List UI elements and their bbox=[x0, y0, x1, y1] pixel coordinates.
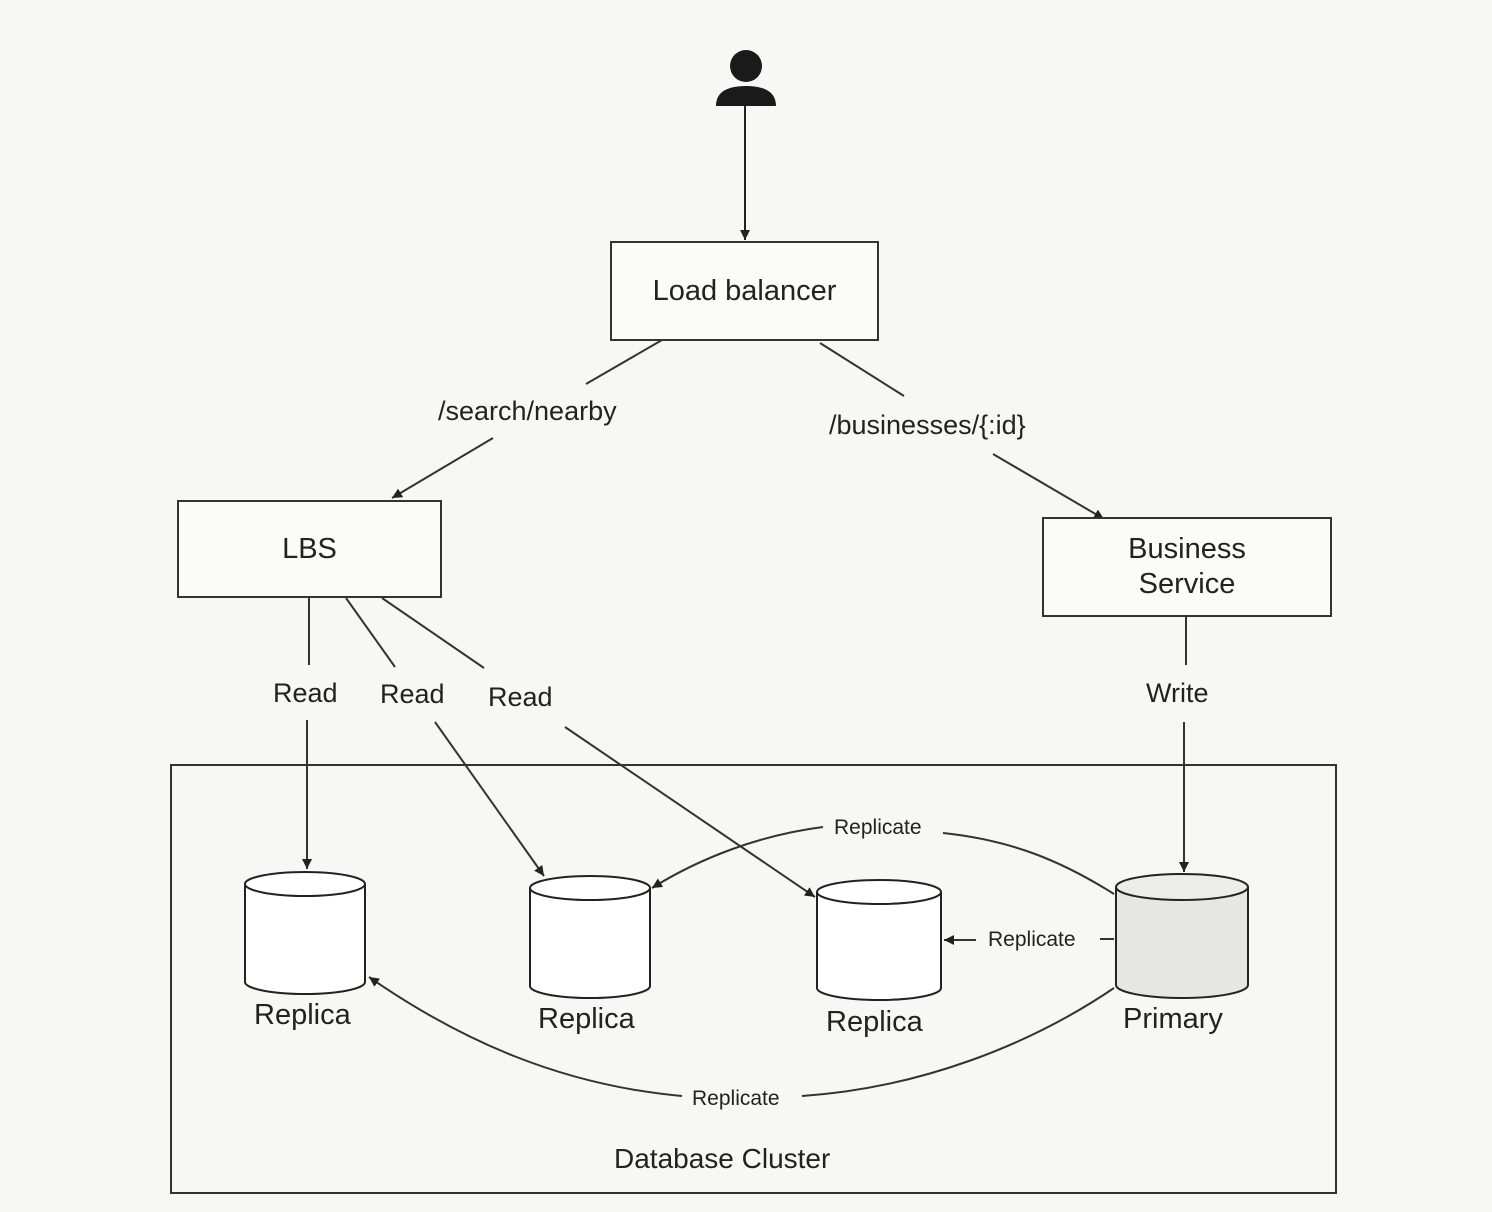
lbs-read-2-line bbox=[345, 597, 396, 668]
lb-to-search-line bbox=[585, 339, 663, 385]
primary-label: Primary bbox=[1123, 1003, 1223, 1035]
replicate-label-middle: Replicate bbox=[982, 929, 1082, 950]
read-label-3: Read bbox=[488, 682, 553, 712]
search-nearby-label: /search/nearby bbox=[438, 396, 617, 426]
business-service-node: Business Service bbox=[1042, 517, 1332, 617]
database-icon bbox=[816, 879, 942, 1001]
lbs-node: LBS bbox=[177, 500, 442, 598]
replicate-label-top: Replicate bbox=[828, 817, 928, 838]
read-label-1: Read bbox=[273, 678, 338, 708]
lbs-read-3-line bbox=[381, 597, 485, 669]
replicate-bottom-curve-a bbox=[801, 987, 1115, 1097]
write-label: Write bbox=[1146, 678, 1209, 708]
replica-label-1: Replica bbox=[254, 999, 351, 1031]
database-icon bbox=[244, 871, 366, 995]
lbs-label: LBS bbox=[282, 532, 337, 565]
load-balancer-node: Load balancer bbox=[610, 241, 879, 341]
cluster-label: Database Cluster bbox=[614, 1143, 831, 1174]
business-service-label: Business Service bbox=[1128, 533, 1246, 600]
search-to-lbs-arrow bbox=[391, 437, 494, 499]
replica-label-2: Replica bbox=[538, 1003, 635, 1035]
replicate-label-bottom: Replicate bbox=[686, 1088, 786, 1109]
businesses-to-bs-arrow bbox=[992, 453, 1105, 520]
user-icon bbox=[716, 50, 776, 106]
read-label-2: Read bbox=[380, 679, 445, 709]
load-balancer-label: Load balancer bbox=[652, 274, 837, 307]
read-2-arrow bbox=[434, 721, 545, 877]
read-3-arrow bbox=[564, 726, 816, 898]
businesses-id-label: /businesses/{:id} bbox=[829, 410, 1026, 440]
database-icon bbox=[529, 875, 651, 999]
replica-label-3: Replica bbox=[826, 1006, 923, 1038]
database-cluster bbox=[170, 764, 1337, 1194]
lb-to-businesses-line bbox=[819, 342, 905, 397]
replicate-top-curve-a bbox=[942, 832, 1115, 895]
replicate-top-curve-b bbox=[651, 826, 824, 889]
replicate-bottom-curve-b bbox=[368, 976, 683, 1097]
database-icon bbox=[1115, 873, 1249, 999]
